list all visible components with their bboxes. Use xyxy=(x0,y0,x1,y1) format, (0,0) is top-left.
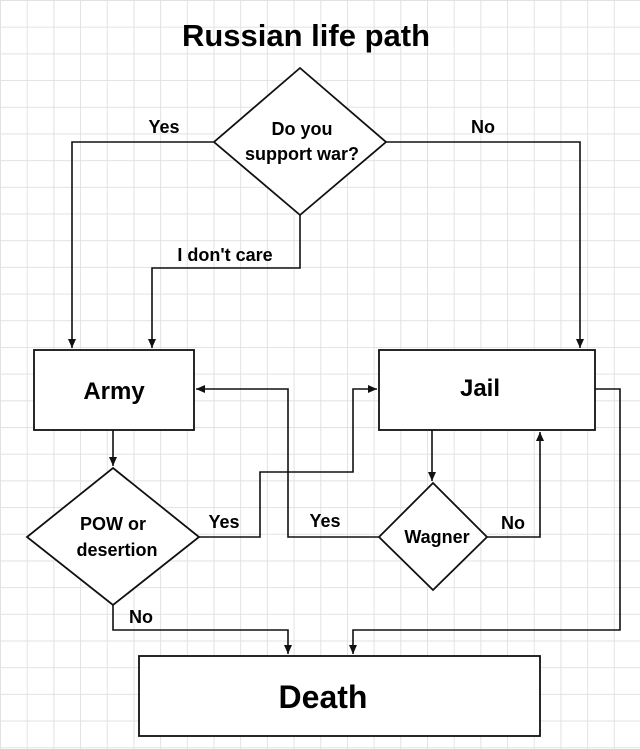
support-war-line-2: support war? xyxy=(245,144,359,164)
edges xyxy=(68,141,621,654)
edge-label-wagner-yes: Yes xyxy=(309,511,340,531)
wagner-label: Wagner xyxy=(404,527,469,547)
decision-diamond xyxy=(25,466,201,607)
decision-diamond xyxy=(212,66,388,217)
edge-wagner-yes-to-army xyxy=(196,385,379,538)
edge-support-no-to-jail xyxy=(385,141,584,348)
death-label: Death xyxy=(279,679,368,715)
pow-line-2: desertion xyxy=(76,540,157,560)
node-death: Death xyxy=(138,655,541,737)
support-war-line-1: Do you xyxy=(272,119,333,139)
node-wagner: Wagner xyxy=(377,481,489,592)
decision-diamond xyxy=(377,481,489,592)
edge-jail-to-death xyxy=(349,388,621,654)
army-label: Army xyxy=(83,378,145,405)
edge-label-wagner-no: No xyxy=(501,513,525,533)
pow-line-1: POW or xyxy=(80,514,146,534)
edge-label-support-yes: Yes xyxy=(148,117,179,137)
node-army: Army xyxy=(33,349,195,431)
edge-pow-yes-to-jail xyxy=(199,385,377,538)
edge-label-pow-yes: Yes xyxy=(208,512,239,532)
terminal-box xyxy=(138,655,541,737)
edge-support-dontcare-to-army xyxy=(148,215,301,348)
process-box xyxy=(378,349,596,431)
edge-label-support-no: No xyxy=(471,117,495,137)
edge-wagner-no-to-jail xyxy=(487,432,544,538)
node-jail: Jail xyxy=(378,349,596,431)
node-pow-desertion: POW or desertion xyxy=(25,466,201,607)
edge-label-support-dont-care: I don't care xyxy=(177,245,272,265)
process-box xyxy=(33,349,195,431)
edge-pow-no-to-death xyxy=(112,605,292,654)
diagram-title: Russian life path xyxy=(182,18,430,53)
jail-label: Jail xyxy=(460,375,500,402)
edge-support-yes-to-army xyxy=(68,141,214,348)
node-support-war: Do you support war? xyxy=(212,66,388,217)
edge-label-pow-no: No xyxy=(129,607,153,627)
